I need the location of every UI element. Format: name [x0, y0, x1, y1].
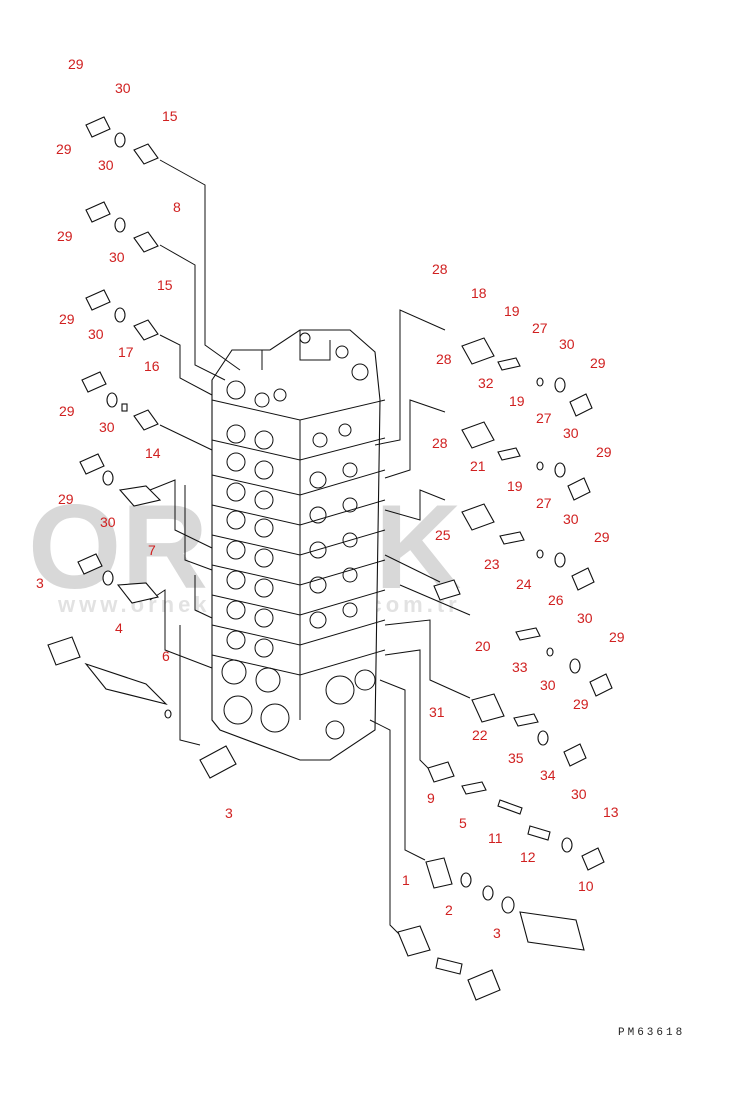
part-label: 31 [429, 704, 445, 720]
part-label: 30 [88, 326, 104, 342]
part-label: 24 [516, 576, 532, 592]
part-label: 4 [115, 620, 123, 636]
part-label: 30 [559, 336, 575, 352]
part-label: 29 [59, 403, 75, 419]
part-label: 17 [118, 344, 134, 360]
part-label: 30 [571, 786, 587, 802]
part-label: 3 [225, 805, 233, 821]
part-label: 13 [603, 804, 619, 820]
part-label: 28 [432, 261, 448, 277]
part-label: 10 [578, 878, 594, 894]
drawing-code: PM63618 [618, 1027, 685, 1039]
part-label: 29 [573, 696, 589, 712]
part-label: 3 [493, 925, 501, 941]
part-label: 23 [484, 556, 500, 572]
part-label: 29 [594, 529, 610, 545]
part-label: 29 [68, 56, 84, 72]
part-label: 30 [115, 80, 131, 96]
part-label: 27 [532, 320, 548, 336]
part-label: 15 [157, 277, 173, 293]
part-label: 7 [148, 542, 156, 558]
part-label: 18 [471, 285, 487, 301]
part-label: 14 [145, 445, 161, 461]
part-label: 12 [520, 849, 536, 865]
part-label: 27 [536, 410, 552, 426]
part-label: 20 [475, 638, 491, 654]
part-label: 26 [548, 592, 564, 608]
leader-lines [149, 159, 471, 936]
part-label: 19 [504, 303, 520, 319]
part-label: 30 [98, 157, 114, 173]
part-label: 29 [596, 444, 612, 460]
part-label: 2 [445, 902, 453, 918]
part-label: 15 [162, 108, 178, 124]
part-label: 1 [402, 872, 410, 888]
part-label: 29 [609, 629, 625, 645]
part-label: 33 [512, 659, 528, 675]
part-label: 27 [536, 495, 552, 511]
part-label: 30 [109, 249, 125, 265]
part-label: 30 [100, 514, 116, 530]
part-label: 16 [144, 358, 160, 374]
part-label: 25 [435, 527, 451, 543]
plug-parts [47, 116, 613, 1001]
part-label: 9 [427, 790, 435, 806]
part-label: 29 [590, 355, 606, 371]
part-label: 29 [57, 228, 73, 244]
part-label: 29 [59, 311, 75, 327]
part-label: 30 [577, 610, 593, 626]
part-labels: 29 30 15 29 30 8 29 30 15 29 30 17 16 29… [36, 56, 625, 941]
part-label: 32 [478, 375, 494, 391]
part-label: 28 [432, 435, 448, 451]
valve-body [211, 329, 386, 761]
part-label: 30 [563, 425, 579, 441]
part-label: 28 [436, 351, 452, 367]
part-label: 30 [540, 677, 556, 693]
part-label: 11 [488, 830, 503, 846]
part-label: 21 [470, 458, 486, 474]
part-label: 34 [540, 767, 556, 783]
part-label: 29 [56, 141, 72, 157]
part-label: 30 [99, 419, 115, 435]
part-label: 6 [162, 648, 170, 664]
part-label: 5 [459, 815, 467, 831]
part-label: 29 [58, 491, 74, 507]
part-label: 19 [509, 393, 525, 409]
part-label: 3 [36, 575, 44, 591]
part-label: 35 [508, 750, 524, 766]
part-label: 22 [472, 727, 488, 743]
part-label: 30 [563, 511, 579, 527]
part-label: 19 [507, 478, 523, 494]
part-label: 8 [173, 199, 181, 215]
